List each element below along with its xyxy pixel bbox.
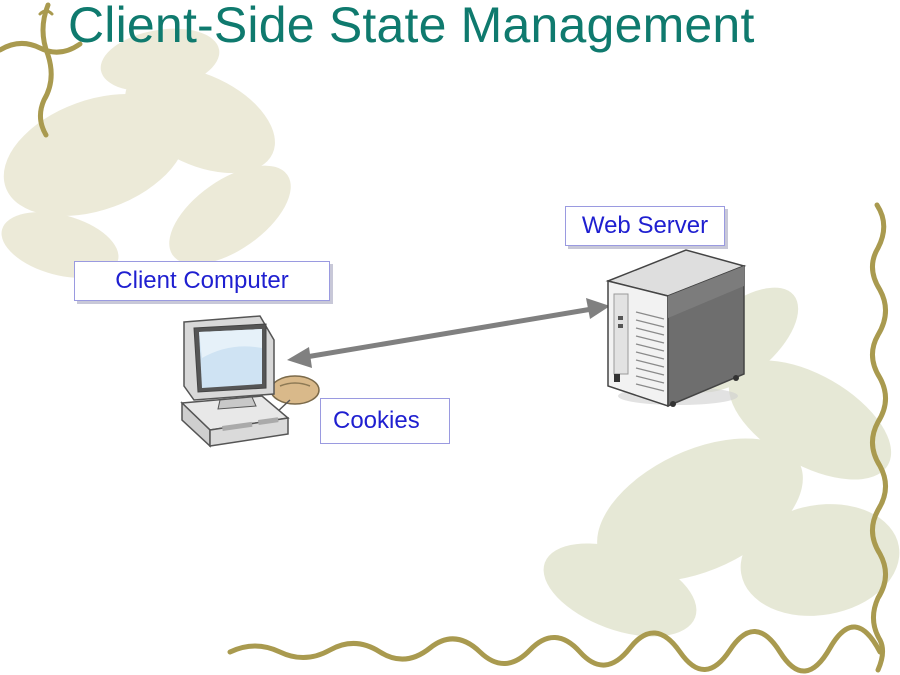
server-tower-icon [605,249,747,408]
leaf-watermark-top-left [1,28,291,278]
cookies-label-text: Cookies [333,407,420,434]
client-computer-label-text: Client Computer [115,267,289,294]
desktop-computer-icon [180,315,320,448]
client-computer-label: Client Computer [74,261,330,301]
web-server-label: Web Server [565,206,725,246]
arrowhead-left [287,347,312,368]
cookies-label: Cookies [320,398,450,444]
arrowhead-right [586,298,610,319]
web-server-label-text: Web Server [581,212,709,239]
slide-title: Client-Side State Management [68,0,755,53]
